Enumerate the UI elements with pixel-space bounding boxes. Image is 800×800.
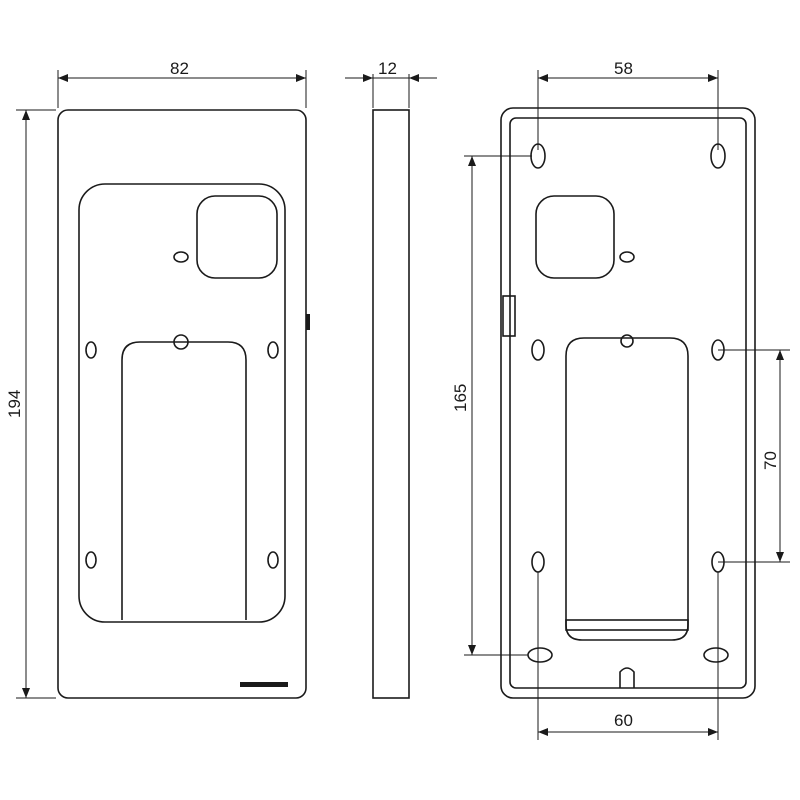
side-view: 12 (345, 59, 437, 699)
front-view: 82 194 (5, 59, 310, 699)
dim-side-depth: 12 (378, 59, 397, 78)
dim-back-top-holes: 58 (614, 59, 633, 78)
dim-front-height: 194 (5, 390, 24, 418)
dim-back-mid-holes: 70 (761, 451, 780, 470)
back-view: 58 165 70 60 (451, 59, 790, 740)
brand-logo (240, 682, 288, 687)
dim-back-bottom-holes: 60 (614, 711, 633, 730)
dim-front-width: 82 (170, 59, 189, 78)
dim-back-height-holes: 165 (451, 384, 470, 412)
